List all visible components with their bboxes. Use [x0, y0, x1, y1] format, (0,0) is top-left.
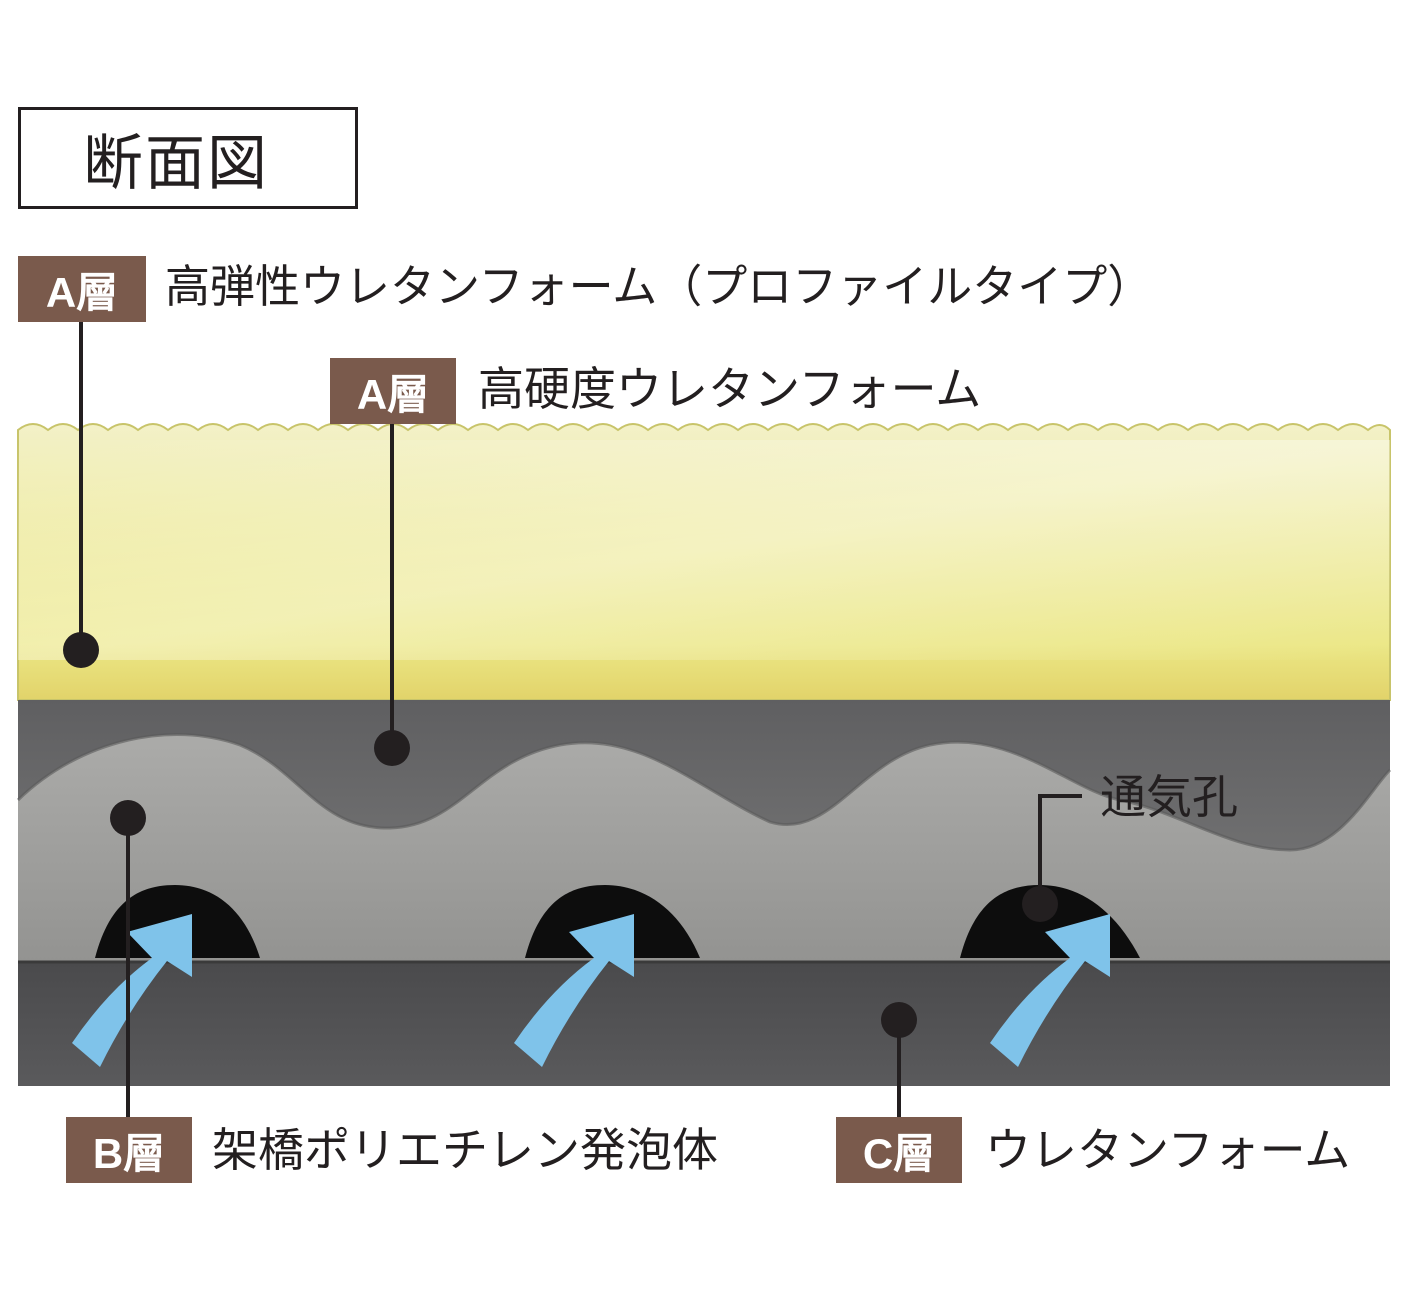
leader-vent	[1038, 794, 1082, 904]
tag-a2: A層	[330, 358, 456, 424]
airflow-arrow-2	[514, 914, 634, 1067]
foam-highlight	[18, 440, 1390, 660]
tag-a1: A層	[18, 256, 146, 322]
tag-c: C層	[836, 1117, 962, 1183]
tag-c-text: C層	[862, 1129, 936, 1177]
tag-a2-text: A層	[356, 370, 430, 418]
b-layer-edge	[16, 733, 1392, 852]
airflow-arrows	[72, 914, 1110, 1067]
title-box: 断面図	[18, 107, 358, 209]
page-title: 断面図	[83, 128, 269, 199]
dot-vent	[1022, 886, 1058, 922]
tag-b: B層	[66, 1117, 192, 1183]
layer-c-base-foam	[18, 962, 1390, 1086]
airflow-arrow-3	[990, 914, 1110, 1067]
dot-a1	[63, 632, 99, 668]
leader-dots	[63, 632, 1058, 1038]
airflow-arrow-1	[72, 914, 192, 1067]
label-a2: 高硬度ウレタンフォーム	[478, 362, 982, 416]
dot-a2	[374, 730, 410, 766]
dot-b	[110, 800, 146, 836]
label-b: 架橋ポリエチレン発泡体	[212, 1123, 718, 1177]
dot-c	[881, 1002, 917, 1038]
label-a1: 高弾性ウレタンフォーム（プロファイルタイプ）	[165, 260, 1153, 313]
tag-a1-text: A層	[45, 268, 119, 316]
label-vent: 通気孔	[1100, 770, 1238, 824]
tag-b-text: B層	[92, 1129, 166, 1177]
label-c: ウレタンフォーム	[985, 1123, 1351, 1177]
